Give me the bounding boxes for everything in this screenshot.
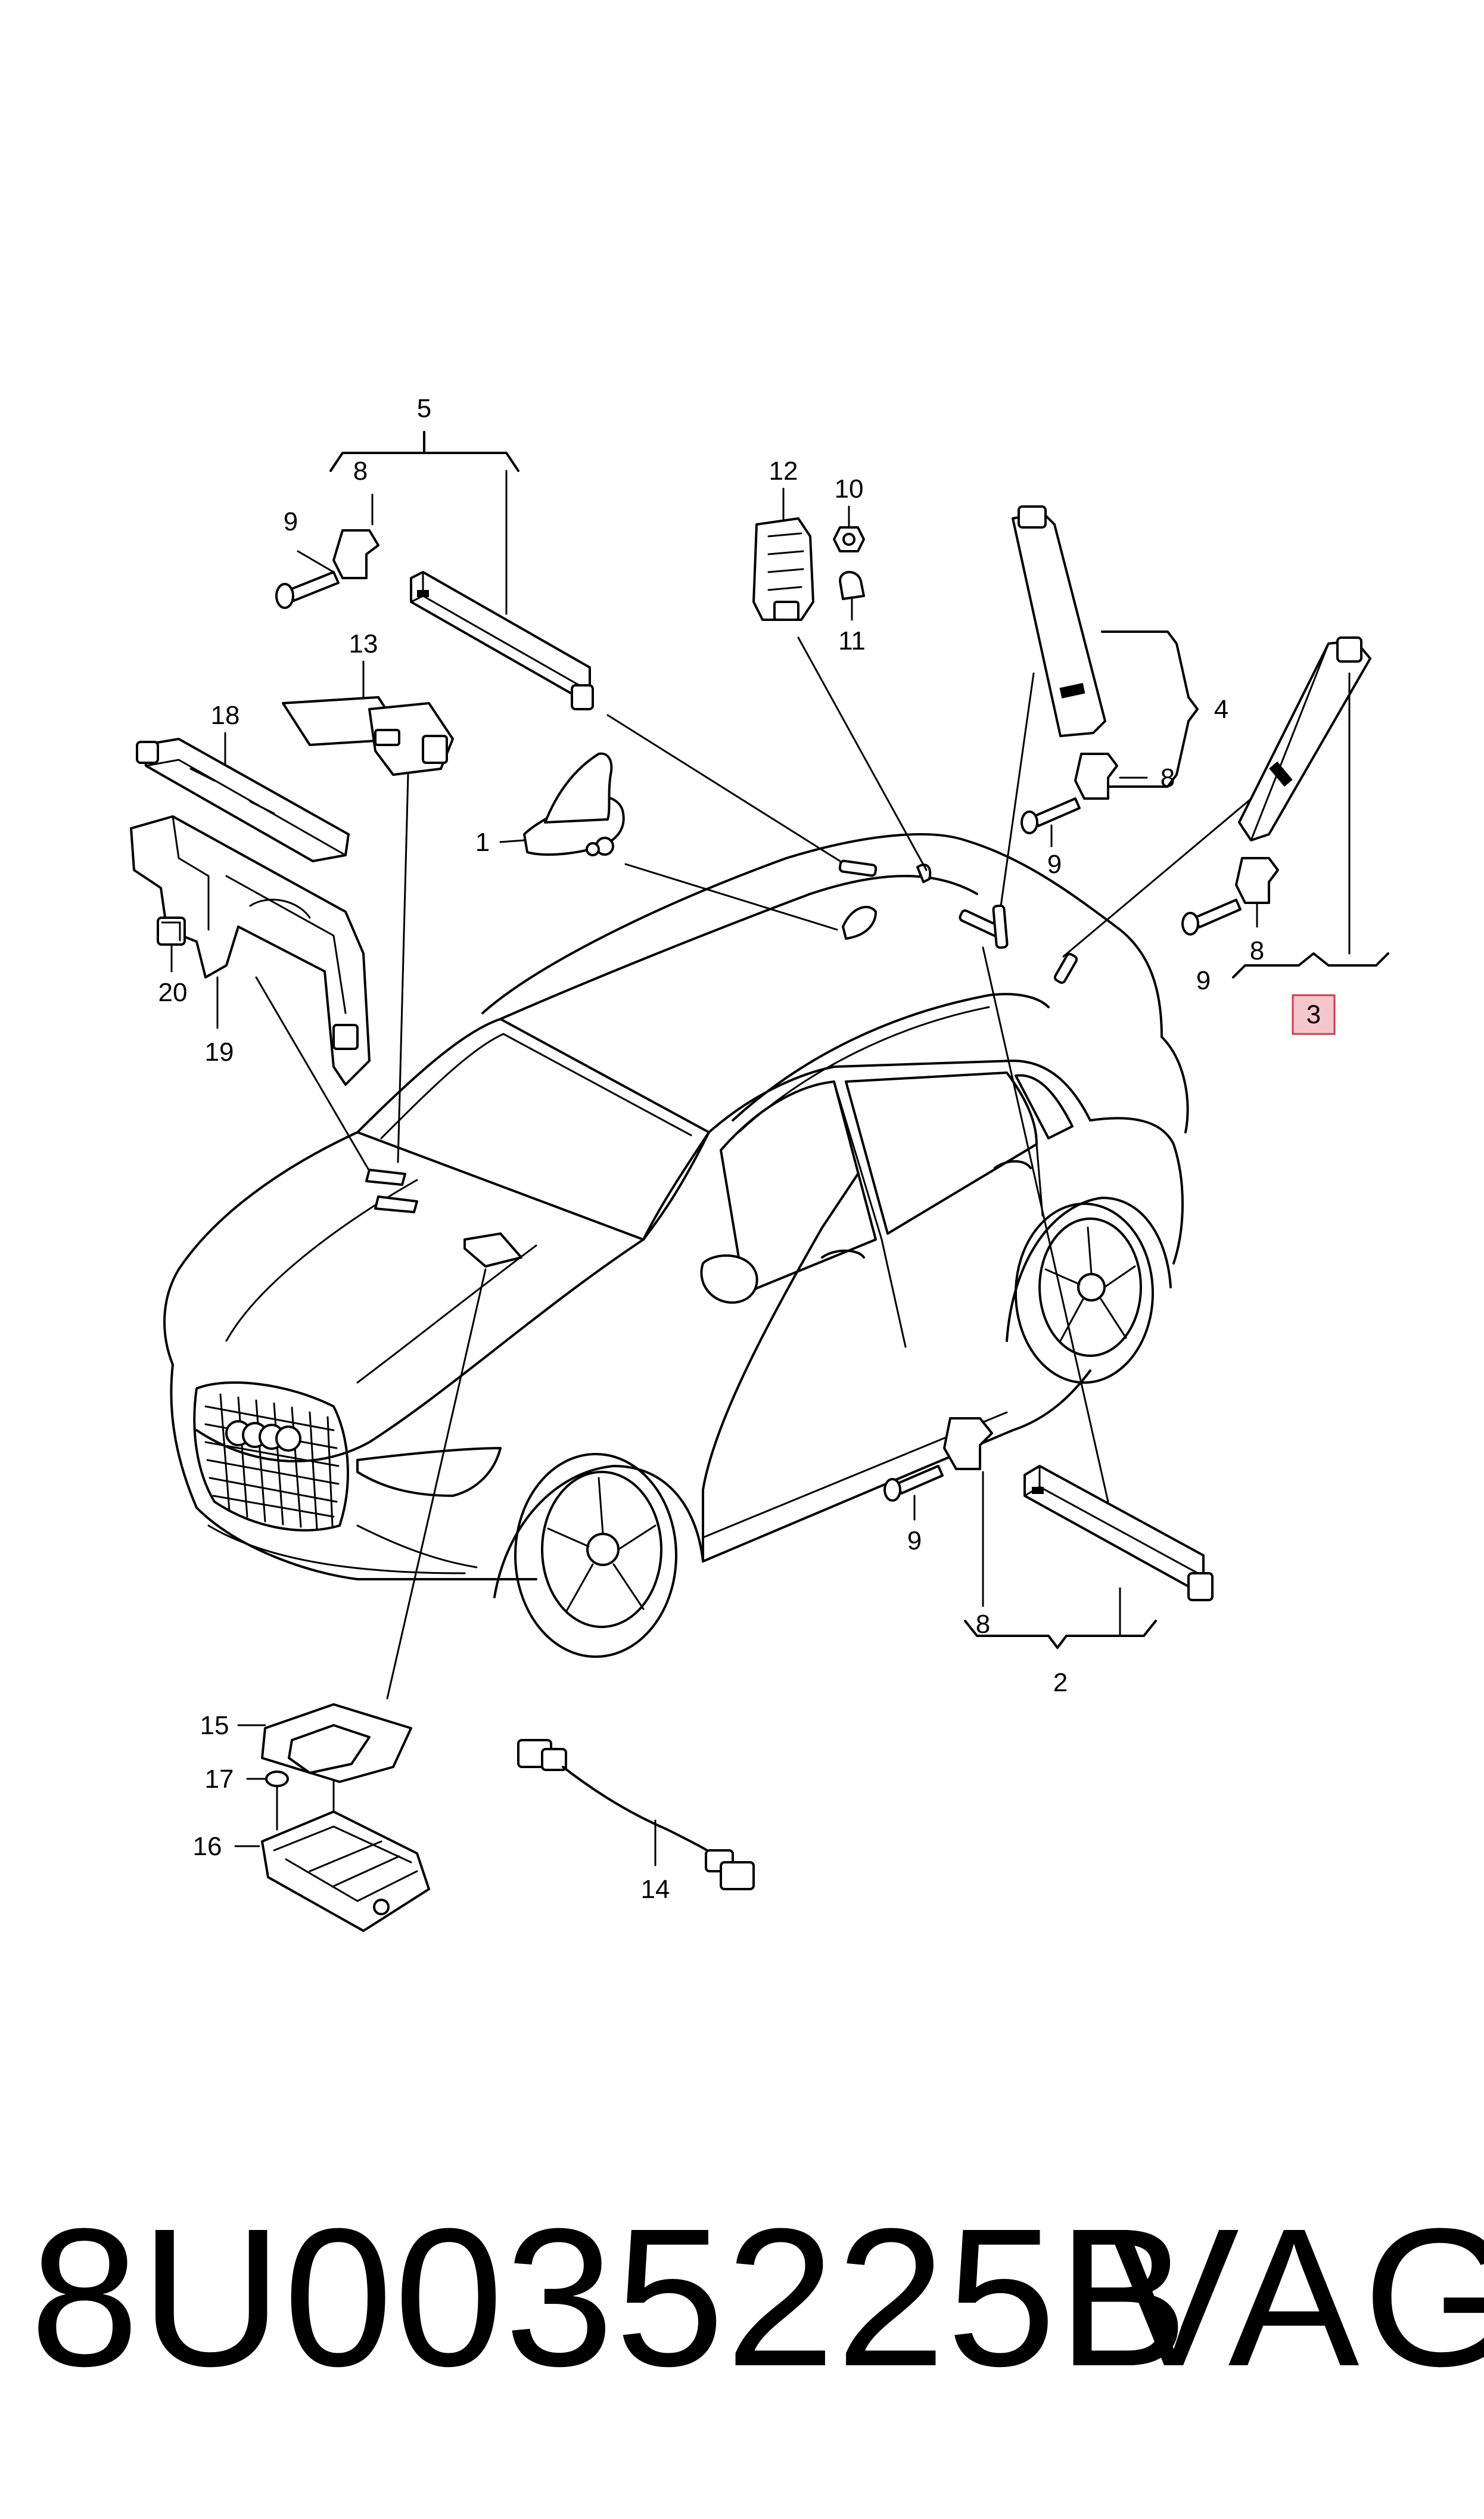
callout-13: 13 (349, 629, 378, 659)
screw-icon (883, 1465, 944, 1502)
grille-mesh (204, 1393, 340, 1530)
callout-9: 9 (907, 1526, 922, 1555)
callout-8: 8 (353, 456, 368, 486)
callout-labels: 5 8 9 13 18 20 19 1 12 10 11 4 8 9 8 9 3… (158, 394, 1321, 1904)
callout-16: 16 (193, 1832, 222, 1861)
screw-icon (1021, 797, 1081, 834)
part-4-group (1012, 505, 1199, 847)
brand-label: VAG (1108, 2187, 1484, 2407)
part-13 (282, 660, 454, 776)
callout-5: 5 (417, 394, 431, 423)
part-20 (157, 917, 186, 973)
screw-icon (1181, 899, 1242, 936)
callout-9: 9 (1196, 966, 1211, 995)
part-1-shark-fin-antenna (499, 752, 625, 856)
callout-8: 8 (1250, 936, 1264, 965)
part-15-module (237, 1703, 412, 1872)
callout-17: 17 (205, 1765, 234, 1794)
callout-19: 19 (205, 1038, 234, 1067)
part-14-cable (517, 1739, 755, 1890)
screw-icon (275, 571, 340, 609)
callout-9: 9 (1047, 850, 1062, 879)
callout-1: 1 (475, 828, 490, 857)
highlight-box-3 (1292, 994, 1336, 1035)
callout-8: 8 (976, 1610, 990, 1639)
callout-10: 10 (835, 474, 864, 504)
callout-20: 20 (158, 978, 188, 1007)
part-3-group (1181, 636, 1389, 979)
callout-3: 3 (1306, 1000, 1321, 1029)
part-12-bracket (752, 487, 814, 621)
part-17-screw (246, 1771, 289, 1831)
callout-11: 11 (838, 626, 866, 656)
rear-wheel (1006, 1197, 1172, 1384)
callout-2: 2 (1053, 1668, 1068, 1697)
front-wheel (514, 1453, 677, 1658)
part-11-rivet (839, 571, 865, 621)
part-19 (130, 815, 371, 1086)
callout-18: 18 (211, 701, 240, 730)
part-number-label: 8U0035225B (30, 2187, 1190, 2407)
audi-rings-icon (225, 1420, 301, 1452)
part-5-group (275, 431, 594, 710)
callout-15: 15 (200, 1711, 229, 1740)
part-10-nut (833, 505, 865, 552)
callout-12: 12 (769, 456, 798, 486)
roof-markers (365, 859, 1078, 1268)
leader-lines (255, 636, 1288, 1700)
callout-14: 14 (641, 1875, 670, 1904)
part-18 (136, 732, 350, 862)
callout-8: 8 (1161, 763, 1175, 793)
part-2-group (883, 1417, 1214, 1649)
callout-4: 4 (1214, 695, 1228, 724)
callout-9: 9 (284, 507, 298, 536)
part-16-housing (234, 1810, 430, 1932)
